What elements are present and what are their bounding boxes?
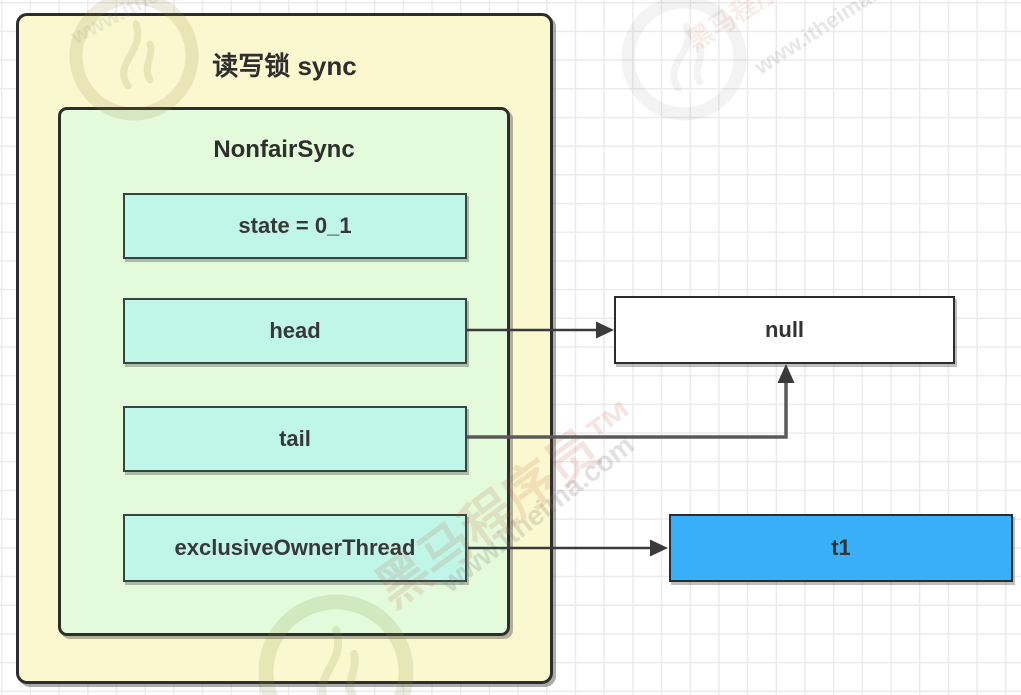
field-exclusive-owner-thread: exclusiveOwnerThread bbox=[123, 514, 467, 582]
field-head-label: head bbox=[269, 318, 321, 343]
field-tail-label: tail bbox=[279, 426, 311, 451]
outer-box-title: 读写锁 sync bbox=[212, 51, 357, 81]
null-node-label: null bbox=[764, 317, 805, 342]
t1-node: t1 bbox=[669, 514, 1013, 582]
field-state-label: state = 0_1 bbox=[238, 213, 352, 238]
field-state: state = 0_1 bbox=[123, 193, 467, 259]
t1-node-label: t1 bbox=[831, 535, 851, 560]
field-exclusive-owner-thread-label: exclusiveOwnerThread bbox=[174, 535, 416, 560]
field-head: head bbox=[123, 298, 467, 364]
field-tail: tail bbox=[123, 406, 467, 472]
watermark-logo-top-right bbox=[621, 0, 747, 121]
null-node: null bbox=[614, 296, 955, 364]
watermark-brand-text-top: 黑马程序员™ bbox=[681, 0, 829, 57]
watermark-url-text-top: www.itheima.com bbox=[749, 0, 919, 80]
inner-box-title: NonfairSync bbox=[213, 136, 355, 163]
